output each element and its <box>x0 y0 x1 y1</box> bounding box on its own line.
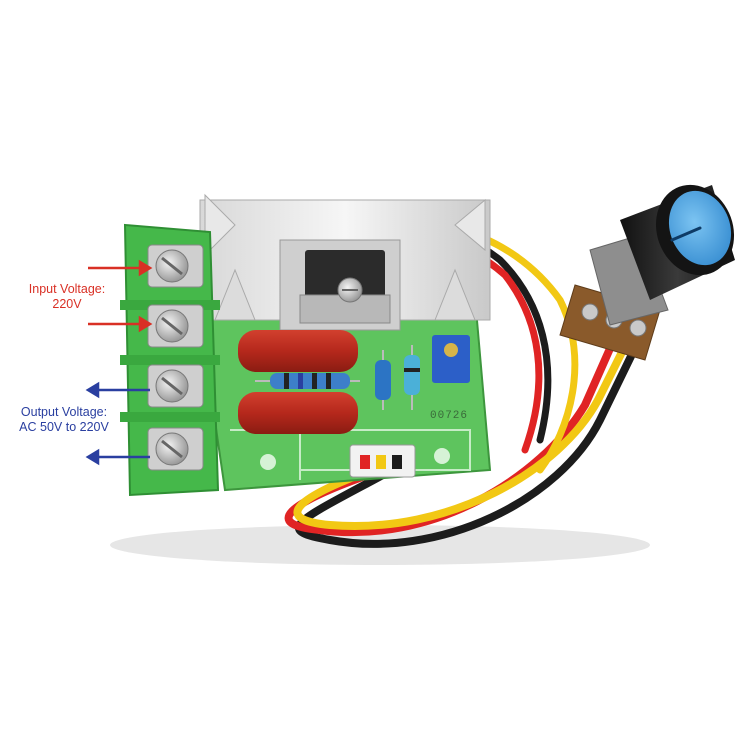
arrows <box>85 259 153 466</box>
wires <box>284 214 640 548</box>
arrow-in-1 <box>88 259 153 277</box>
wire-yellow-lower <box>293 340 630 530</box>
wire-black <box>294 342 640 548</box>
input-voltage-line2: 220V <box>52 297 82 311</box>
capacitors <box>238 330 358 434</box>
resistor <box>255 373 360 389</box>
terminal-screws <box>147 244 204 471</box>
capacitor-top <box>238 330 358 372</box>
wire-connector <box>349 444 416 478</box>
capacitor-bottom <box>238 392 358 434</box>
input-voltage-label: Input Voltage: 220V <box>12 282 122 312</box>
arrow-out-1 <box>85 381 150 399</box>
input-voltage-line1: Input Voltage: <box>28 282 106 296</box>
heat-sink <box>199 193 491 331</box>
board-marking: 00726 <box>430 410 469 422</box>
output-voltage-line1: Output Voltage: <box>20 405 108 419</box>
trimmer-pot <box>432 335 470 383</box>
potentiometer <box>559 184 735 361</box>
output-voltage-label: Output Voltage: AC 50V to 220V <box>4 405 124 435</box>
diodes <box>375 345 420 410</box>
arrow-in-2 <box>88 315 153 333</box>
arrow-out-2 <box>85 448 150 466</box>
output-voltage-line2: AC 50V to 220V <box>19 420 109 434</box>
terminal-block <box>120 223 220 497</box>
triac <box>305 250 385 300</box>
